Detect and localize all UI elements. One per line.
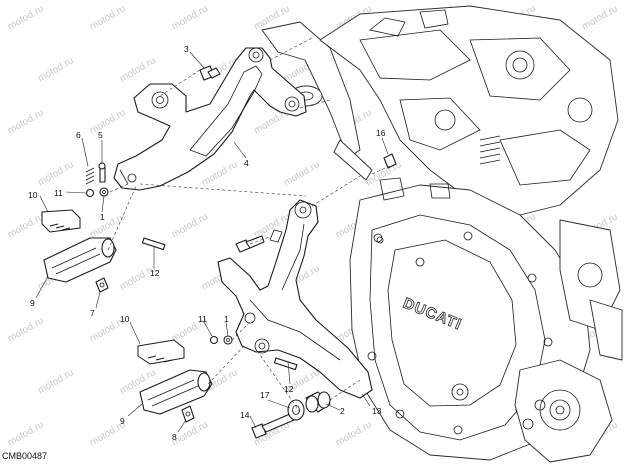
engine-assembly: DUCATI bbox=[261, 5, 623, 463]
callout-11-upper: 11 bbox=[54, 188, 63, 198]
callout-10-lower: 10 bbox=[120, 314, 130, 324]
watermark-text: motod.ru bbox=[334, 419, 374, 448]
callout-1-lower: 1 bbox=[224, 314, 229, 324]
bolt-lower-top bbox=[235, 235, 265, 253]
leader-lines bbox=[35, 51, 389, 433]
watermark-text: motod.ru bbox=[36, 159, 76, 188]
bolt-3 bbox=[199, 65, 221, 81]
watermark-text: motod.ru bbox=[6, 315, 46, 344]
callout-labels: 3 4 6 5 16 10 11 1 12 9 7 11 1 10 12 9 1… bbox=[28, 44, 386, 442]
washer-11-lower bbox=[209, 335, 219, 345]
spring-8 bbox=[181, 405, 195, 423]
callout-13: 13 bbox=[372, 406, 382, 416]
callout-6: 6 bbox=[76, 130, 81, 140]
nut-17 bbox=[287, 399, 305, 421]
callout-5: 5 bbox=[98, 130, 103, 140]
callout-7: 7 bbox=[90, 308, 95, 318]
callout-3: 3 bbox=[184, 44, 189, 54]
watermark-text: motod.ru bbox=[170, 211, 210, 240]
watermark-text: motod.ru bbox=[6, 419, 46, 448]
spacer-2 bbox=[305, 391, 331, 413]
pin-12-lower bbox=[273, 357, 298, 371]
bolt-16 bbox=[383, 153, 397, 169]
watermark-text: motod.ru bbox=[170, 3, 210, 32]
spring-7 bbox=[95, 277, 109, 293]
watermark-text: motod.ru bbox=[88, 211, 128, 240]
callout-1-upper: 1 bbox=[100, 212, 105, 222]
callout-9-lower: 9 bbox=[120, 416, 125, 426]
rubber-pad-upper bbox=[41, 209, 81, 233]
watermark-text: motod.ru bbox=[88, 3, 128, 32]
callout-11-lower: 11 bbox=[198, 314, 207, 324]
watermark-text: motod.ru bbox=[36, 55, 76, 84]
watermark-text: motod.ru bbox=[580, 3, 620, 32]
watermark-text: motod.ru bbox=[36, 367, 76, 396]
footpeg-lower bbox=[139, 369, 213, 415]
upper-footpeg-bracket bbox=[113, 47, 307, 191]
rubber-pad-lower bbox=[137, 339, 185, 365]
spring-and-screw bbox=[85, 162, 106, 185]
watermark-text: motod.ru bbox=[88, 107, 128, 136]
watermark-text: motod.ru bbox=[6, 211, 46, 240]
assembly-lines bbox=[107, 37, 391, 413]
watermark-text: motod.ru bbox=[200, 159, 240, 188]
watermark-text: motod.ru bbox=[6, 107, 46, 136]
watermark-text: motod.ru bbox=[118, 55, 158, 84]
watermark-text: motod.ru bbox=[282, 159, 322, 188]
callout-2: 2 bbox=[340, 406, 345, 416]
watermark-text: motod.ru bbox=[6, 3, 46, 32]
lower-footpeg-bracket bbox=[217, 199, 373, 399]
figure-code: CMB00487 bbox=[2, 451, 47, 461]
washer-11-upper bbox=[85, 188, 95, 198]
footpeg-upper bbox=[43, 237, 117, 283]
callout-17: 17 bbox=[260, 390, 270, 400]
callout-12-upper: 12 bbox=[150, 268, 160, 278]
washer-1-upper bbox=[99, 187, 109, 197]
pin-12-upper bbox=[141, 237, 166, 251]
callout-12-lower: 12 bbox=[284, 384, 294, 394]
callout-14: 14 bbox=[240, 410, 250, 420]
callout-16: 16 bbox=[376, 128, 386, 138]
callout-8: 8 bbox=[172, 432, 177, 442]
callout-10-upper: 10 bbox=[28, 190, 38, 200]
callout-9-upper: 9 bbox=[30, 298, 35, 308]
callout-4: 4 bbox=[244, 158, 249, 168]
washer-1-lower bbox=[223, 335, 233, 345]
